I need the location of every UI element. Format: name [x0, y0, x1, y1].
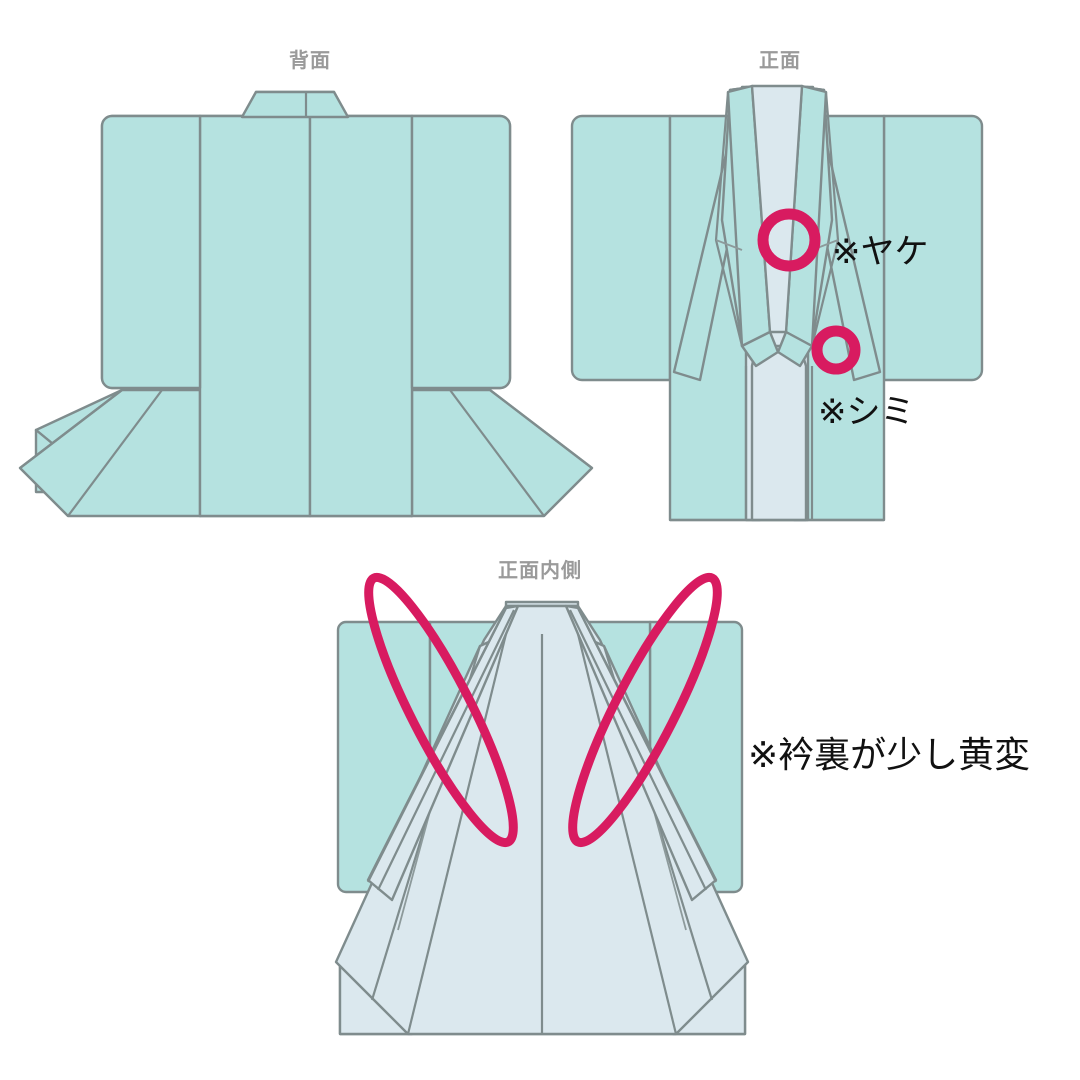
back-left-sleeve-top [100, 114, 202, 390]
front-collar-right-tip [776, 330, 814, 368]
back-right-flare [410, 388, 594, 518]
view-label-inner: 正面内側 [498, 558, 582, 582]
inner-skirt-right-seam-a [576, 633, 678, 1035]
back-right-flare-corner [543, 467, 593, 517]
inner-left-collar-edge-a [367, 607, 507, 883]
back-left-flare [18, 388, 202, 518]
back-left-flare-fold-b [67, 389, 163, 517]
yake-marker-circle [757, 208, 821, 272]
back-right-flare-fold-b [449, 389, 545, 517]
inner-skirt-left-seam-a [406, 633, 508, 1035]
inner-right-collar-edge-a [577, 607, 717, 883]
shimi-marker-circle [811, 325, 861, 375]
inner-left-collar-edge-b [377, 609, 515, 891]
back-collar-shape-top [240, 90, 350, 119]
front-collar-cross-lining [750, 344, 808, 522]
kimono-front-inside-view [334, 600, 750, 1036]
front-left-collar-notch [715, 239, 743, 251]
eriura-marker-ellipse-left [364, 572, 518, 848]
back-left-flare-fold-a [19, 389, 123, 469]
kimono-front-view [570, 84, 984, 522]
back-body-right-panel-top [308, 114, 414, 518]
annotation-shimi: ※シミ [818, 392, 915, 432]
inner-right-collar-edge-b [569, 609, 707, 891]
back-right-flare-fold-a [489, 389, 593, 469]
kimono-back-view [18, 90, 594, 518]
front-left-sleeve [570, 114, 672, 382]
back-left-flare-corner [19, 467, 69, 517]
view-label-front: 正面 [759, 48, 801, 72]
view-label-back: 背面 [289, 48, 331, 72]
inner-defect-markers [364, 572, 722, 848]
back-right-sleeve-top [410, 114, 512, 390]
front-right-sleeve [882, 114, 984, 382]
front-defect-markers [757, 208, 861, 375]
eriura-marker-ellipse-right [568, 572, 722, 848]
annotation-yake: ※ヤケ [832, 232, 929, 272]
back-body-left-panel-top [198, 114, 312, 518]
annotation-eriura: ※衿裏が少し黄変 [748, 735, 1031, 776]
